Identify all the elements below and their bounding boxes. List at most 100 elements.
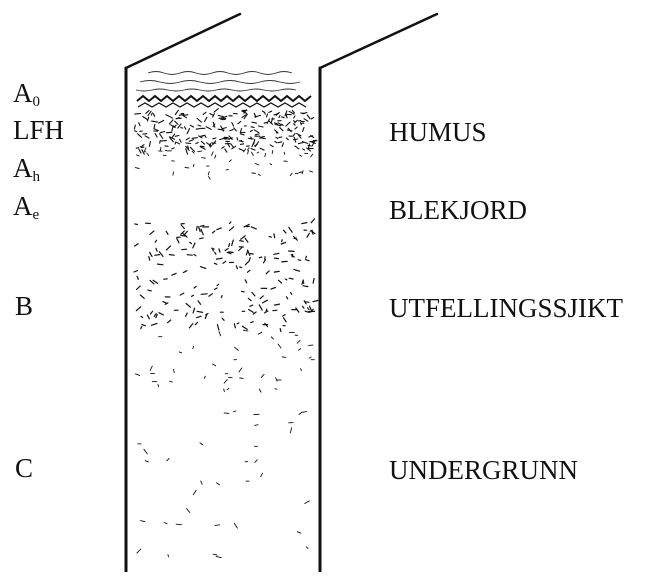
soil-texture-mark <box>279 116 280 118</box>
soil-texture-mark <box>234 324 235 328</box>
soil-texture-mark <box>135 131 137 132</box>
soil-texture-mark <box>250 130 252 131</box>
soil-texture-mark <box>158 264 164 265</box>
soil-texture-mark <box>181 225 184 229</box>
soil-texture-mark <box>152 121 158 122</box>
soil-texture-mark <box>214 109 218 113</box>
soil-texture-mark <box>232 123 234 127</box>
soil-texture-mark <box>307 233 309 237</box>
soil-texture-mark <box>172 273 176 275</box>
soil-texture-mark <box>213 364 216 366</box>
soil-texture-mark <box>308 308 310 310</box>
soil-texture-mark <box>302 223 307 224</box>
horizon-label-ah: Ah <box>13 155 40 182</box>
soil-texture-mark <box>305 501 310 504</box>
soil-texture-mark <box>279 280 282 283</box>
soil-texture-mark <box>155 240 156 242</box>
soil-texture-mark <box>306 260 310 261</box>
soil-texture-mark <box>202 158 206 159</box>
soil-texture-mark <box>172 134 174 137</box>
soil-texture-mark <box>275 258 279 259</box>
soil-texture-mark <box>199 227 201 232</box>
soil-texture-mark <box>147 153 149 155</box>
soil-texture-mark <box>230 130 233 131</box>
soil-texture-mark <box>172 148 175 149</box>
soil-texture-mark <box>270 164 272 165</box>
soil-texture-mark <box>146 111 149 114</box>
soil-texture-mark <box>194 286 196 288</box>
soil-texture-mark <box>135 224 138 225</box>
soil-texture-mark <box>193 243 195 248</box>
soil-texture-mark <box>175 121 178 124</box>
column-top-right-slant <box>320 14 437 68</box>
soil-texture-mark <box>286 122 290 126</box>
soil-texture-mark <box>149 142 150 147</box>
soil-texture-mark <box>237 138 238 140</box>
soil-texture-mark <box>219 249 220 252</box>
soil-texture-mark <box>167 459 169 461</box>
soil-texture-mark <box>259 257 262 258</box>
soil-texture-mark <box>142 145 144 146</box>
soil-texture-mark <box>186 138 189 140</box>
soil-texture-mark <box>275 389 277 390</box>
soil-texture-mark <box>272 151 273 154</box>
soil-texture-mark <box>137 286 141 290</box>
soil-texture-mark <box>282 124 284 125</box>
soil-texture-mark <box>208 172 209 175</box>
soil-texture-mark <box>255 425 258 426</box>
soil-texture-mark <box>252 152 254 155</box>
soil-texture-mark <box>198 301 201 305</box>
soil-texture-mark <box>255 460 257 463</box>
soil-texture-mark <box>201 141 204 144</box>
soil-texture-mark <box>153 114 154 117</box>
soil-texture-mark <box>244 149 246 152</box>
soil-texture-mark <box>301 123 302 125</box>
soil-texture-mark <box>150 231 154 235</box>
soil-texture-mark <box>240 134 244 135</box>
soil-texture-mark <box>156 248 157 251</box>
soil-texture-mark <box>190 147 194 151</box>
soil-texture-mark <box>203 112 206 114</box>
soil-texture-mark <box>163 302 166 304</box>
soil-texture-mark <box>175 136 179 137</box>
soil-texture-mark <box>215 525 220 526</box>
soil-texture-mark <box>201 229 203 234</box>
soil-texture-mark <box>271 288 275 290</box>
soil-texture-mark <box>196 142 198 143</box>
soil-texture-mark <box>175 142 176 144</box>
soil-texture-mark <box>185 127 186 130</box>
soil-texture-mark <box>224 380 227 384</box>
soil-texture-mark <box>136 374 140 376</box>
soil-texture-mark <box>200 267 205 269</box>
soil-texture-mark <box>248 148 250 150</box>
layer-label-humus: HUMUS <box>389 119 487 146</box>
soil-texture-mark <box>155 134 157 138</box>
soil-texture-mark <box>278 123 281 125</box>
soil-texture-mark <box>176 524 181 525</box>
soil-texture-mark <box>303 286 308 287</box>
soil-texture-mark <box>187 129 189 134</box>
soil-texture-mark <box>303 149 305 150</box>
soil-texture-mark <box>186 304 190 308</box>
column-top-left-slant <box>126 14 240 68</box>
soil-texture-mark <box>166 231 168 234</box>
soil-texture-mark <box>198 151 202 152</box>
soil-texture-mark <box>295 146 299 149</box>
soil-texture-mark <box>247 270 250 272</box>
humus-layer-texture <box>134 109 316 155</box>
soil-texture-mark <box>232 240 234 245</box>
soil-texture-mark <box>274 234 275 238</box>
soil-texture-mark <box>258 332 262 334</box>
soil-texture-mark <box>236 266 237 269</box>
soil-texture-mark <box>248 138 253 139</box>
soil-texture-mark <box>302 412 307 413</box>
soil-texture-mark <box>284 152 285 154</box>
soil-texture-mark <box>138 134 142 138</box>
soil-texture-mark <box>313 301 318 302</box>
soil-texture-mark <box>223 261 226 263</box>
soil-texture-mark <box>289 227 292 232</box>
soil-texture-mark <box>209 294 212 296</box>
soil-texture-mark <box>200 146 204 147</box>
soil-texture-mark <box>258 174 260 175</box>
soil-texture-mark <box>197 118 201 122</box>
